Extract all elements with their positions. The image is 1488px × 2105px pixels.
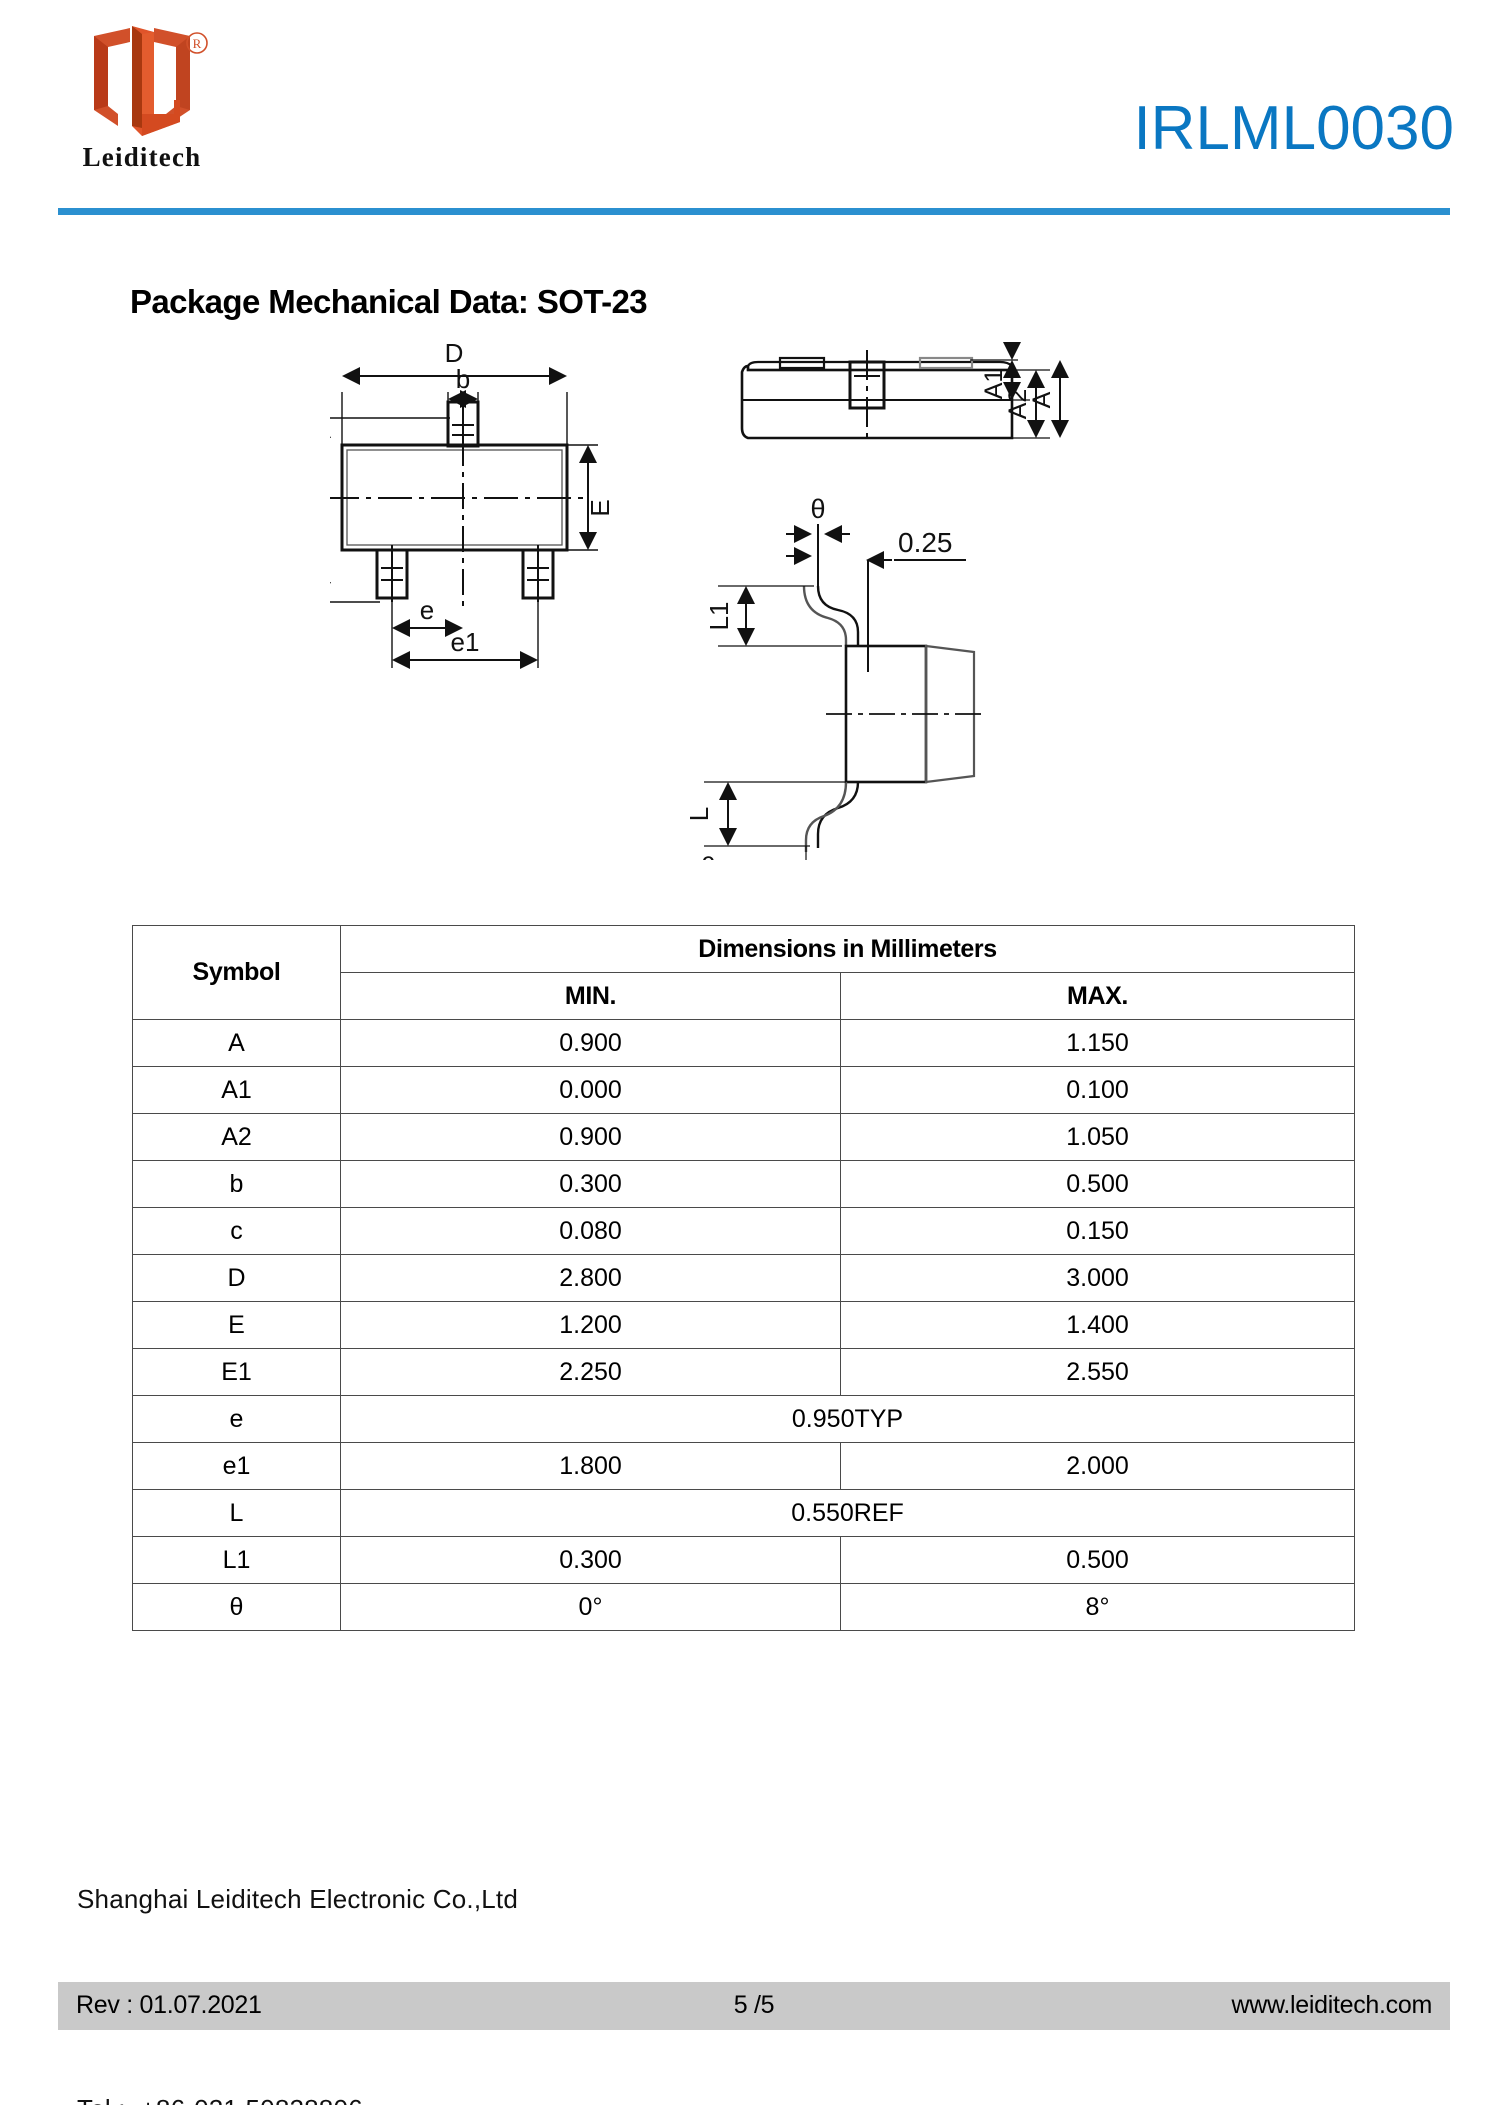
cell-min: 1.800 <box>340 1442 841 1490</box>
cell-min: 0° <box>340 1583 841 1631</box>
contact-company: Shanghai Leiditech Electronic Co.,Ltd <box>77 1884 519 1914</box>
cell-max: 0.500 <box>839 1536 1356 1584</box>
cell-symbol: A2 <box>132 1113 341 1161</box>
cell-symbol: A <box>132 1019 341 1067</box>
page-footer: Rev : 01.07.2021 5 /5 www.leiditech.com <box>58 1982 1450 2030</box>
header-divider <box>58 208 1450 215</box>
cell-min: 0.900 <box>340 1019 841 1067</box>
cell-min: 0.300 <box>340 1536 841 1584</box>
cell-min: 0.000 <box>340 1066 841 1114</box>
cell-min: 1.200 <box>340 1301 841 1349</box>
cell-max: 0.500 <box>839 1160 1356 1208</box>
dim-label-D: D <box>445 340 464 368</box>
cell-min: 0.080 <box>340 1207 841 1255</box>
cell-max: 1.050 <box>839 1113 1356 1161</box>
table-header-row-2: MIN. MAX. <box>133 972 1356 1020</box>
cell-symbol: E <box>132 1301 341 1349</box>
dim-label-e: e <box>420 595 434 625</box>
cell-max: 0.100 <box>839 1066 1356 1114</box>
dim-label-standoff: 0.25 <box>898 527 953 558</box>
contact-block: Shanghai Leiditech Electronic Co.,Ltd Em… <box>77 1812 518 2105</box>
section-heading: Package Mechanical Data: SOT-23 <box>130 283 648 320</box>
dim-label-c: c <box>702 846 715 860</box>
package-mechanical-drawing: D b E1 E e e1 <box>330 340 1160 860</box>
dim-label-L: L <box>684 807 714 821</box>
header-max: MAX. <box>839 972 1356 1020</box>
cell-min: 0.300 <box>340 1160 841 1208</box>
contact-tel: Tel : +86-021 50828806 <box>77 2092 518 2105</box>
header-dimensions: Dimensions in Millimeters <box>339 925 1356 973</box>
footer-website: www.leiditech.com <box>1231 1991 1432 2019</box>
cell-symbol: A1 <box>132 1066 341 1114</box>
cell-symbol: b <box>132 1160 341 1208</box>
dim-label-theta: θ <box>810 494 825 524</box>
part-number-title: IRLML0030 <box>1133 94 1454 163</box>
dim-label-A1: A1 <box>980 369 1008 400</box>
cell-symbol: L1 <box>132 1536 341 1584</box>
footer-page-number: 5 /5 <box>733 1991 775 2019</box>
cell-symbol: L <box>132 1489 341 1537</box>
dim-label-E: E <box>585 499 615 516</box>
page-header: R Leiditech IRLML0030 <box>0 0 1488 218</box>
cell-symbol: c <box>132 1207 341 1255</box>
cell-max: 1.150 <box>839 1019 1356 1067</box>
dim-label-L1: L1 <box>704 602 734 631</box>
cell-max: 2.000 <box>839 1442 1356 1490</box>
cell-max: 0.150 <box>839 1207 1356 1255</box>
cell-value-merged: 0.550REF <box>339 1489 1356 1537</box>
dim-label-A2: A2 <box>1004 389 1032 420</box>
svg-text:R: R <box>193 36 202 51</box>
cell-symbol: D <box>132 1254 341 1302</box>
cell-max: 3.000 <box>839 1254 1356 1302</box>
cell-min: 0.900 <box>340 1113 841 1161</box>
cell-max: 2.550 <box>839 1348 1356 1396</box>
dim-label-b: b <box>456 364 470 394</box>
dim-label-e1: e1 <box>451 627 480 657</box>
company-logo: R Leiditech <box>62 22 222 194</box>
logo-wordmark: Leiditech <box>82 142 202 172</box>
cell-symbol: θ <box>132 1583 341 1631</box>
table-head: Symbol Dimensions in Millimeters MIN. MA… <box>132 925 1356 1020</box>
cell-symbol: e1 <box>132 1442 341 1490</box>
cell-symbol: e <box>132 1395 341 1443</box>
cell-symbol: E1 <box>132 1348 341 1396</box>
dim-label-A: A <box>1028 391 1056 408</box>
header-symbol: Symbol <box>132 925 341 1020</box>
footer-revision: Rev : 01.07.2021 <box>76 1991 262 2019</box>
cell-min: 2.800 <box>340 1254 841 1302</box>
header-min: MIN. <box>340 972 841 1020</box>
dimensions-table: Symbol Dimensions in Millimeters MIN. MA… <box>132 925 1356 1631</box>
table-header-row-1: Symbol Dimensions in Millimeters <box>132 925 1356 1020</box>
cell-max: 8° <box>839 1583 1356 1631</box>
leiditech-shield-icon: R <box>72 22 212 140</box>
cell-max: 1.400 <box>839 1301 1356 1349</box>
cell-value-merged: 0.950TYP <box>339 1395 1356 1443</box>
cell-min: 2.250 <box>340 1348 841 1396</box>
